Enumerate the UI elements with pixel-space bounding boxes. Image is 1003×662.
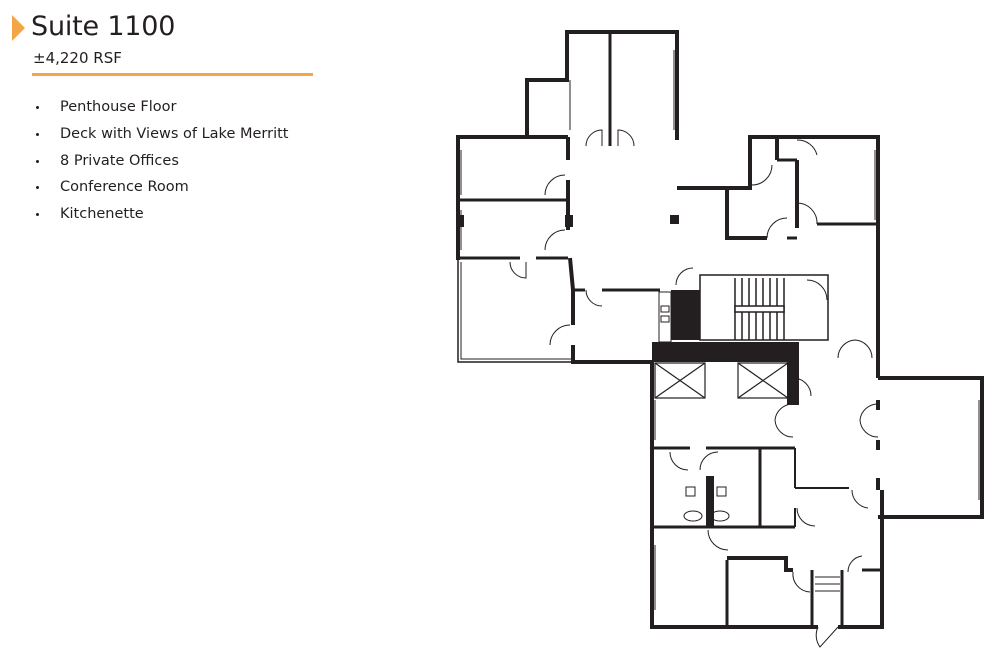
feature-label: Penthouse Floor [60,99,177,115]
floor-plan [456,30,984,648]
feature-label: Kitchenette [60,206,144,223]
stairwell [699,274,829,341]
bullet-icon [36,186,39,190]
suite-header: Suite 1100 ±4,220 RSF [12,10,312,68]
title-row: Suite 1100 [12,10,312,44]
exit-stair [815,576,840,592]
building-core [458,215,799,526]
windows [460,50,980,610]
chevron-right-icon [12,15,25,41]
feature-label: Deck with Views of Lake Merritt [60,125,289,142]
feature-list: Penthouse Floor Deck with Views of Lake … [36,94,288,228]
suite-title: Suite 1100 [31,11,176,42]
feature-item: Deck with Views of Lake Merritt [36,121,288,148]
kitchenette [658,291,672,343]
bullet-icon [36,106,39,109]
feature-item: Penthouse Floor [36,94,288,121]
feature-item: 8 Private Offices [36,148,288,175]
feature-item: Conference Room [36,174,288,201]
exterior-walls [456,30,984,629]
deck-outline [457,260,573,363]
feature-label: Conference Room [60,179,189,196]
bullet-icon [36,213,39,217]
accent-divider [32,73,313,76]
bullet-icon [36,132,39,136]
door-swings [509,129,879,648]
elevators [654,362,789,399]
bullet-icon [36,159,39,163]
feature-item: Kitchenette [36,201,288,228]
suite-area: ±4,220 RSF [33,49,122,67]
feature-label: 8 Private Offices [60,152,179,169]
